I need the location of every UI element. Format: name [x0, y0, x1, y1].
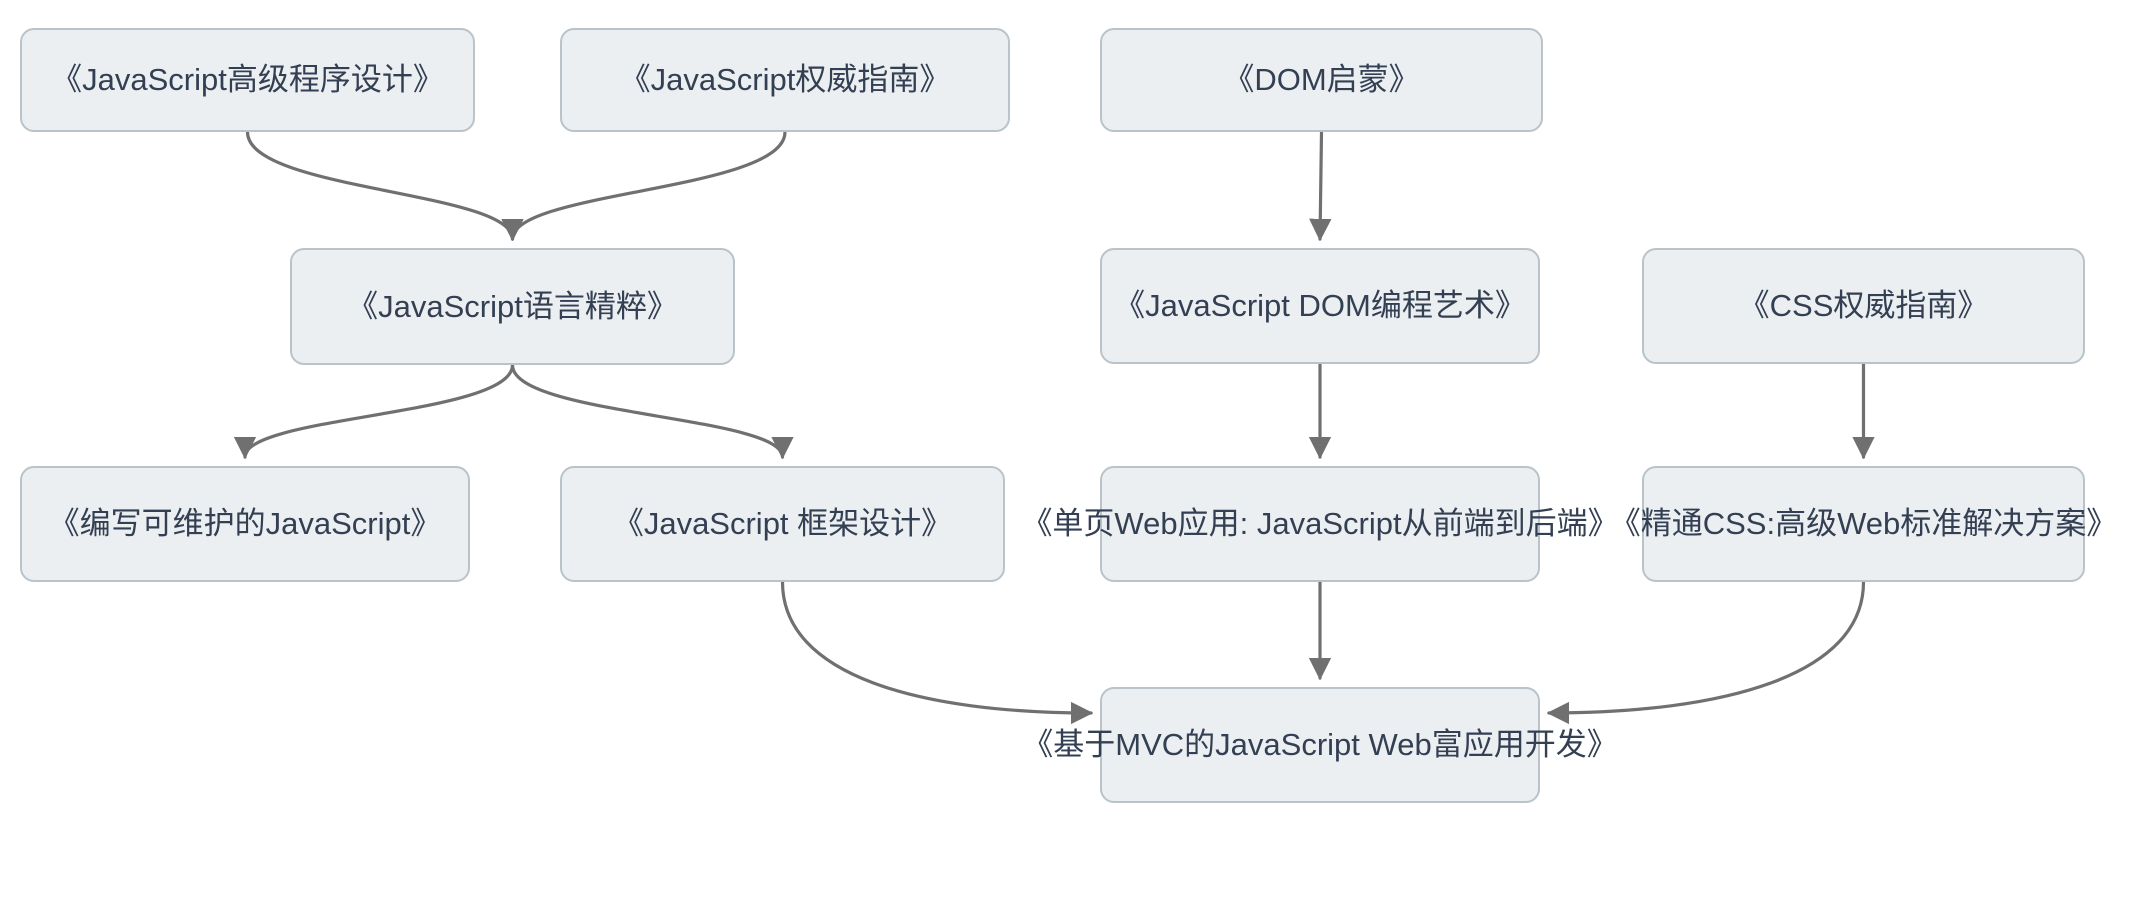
flowchart-node[interactable]: 《JavaScript 框架设计》: [560, 466, 1005, 582]
flowchart-node[interactable]: 《JavaScript DOM编程艺术》: [1100, 248, 1540, 364]
flowchart-node[interactable]: 《JavaScript高级程序设计》: [20, 28, 475, 132]
flowchart-node[interactable]: 《JavaScript权威指南》: [560, 28, 1010, 132]
flowchart-edge: [1309, 130, 1332, 242]
flowchart-node-label: 《编写可维护的JavaScript》: [48, 506, 442, 542]
flowchart-node-label: 《精通CSS:高级Web标准解决方案》: [1609, 506, 2118, 542]
flowchart-edge: [245, 130, 524, 242]
flowchart-node-label: 《JavaScript DOM编程艺术》: [1114, 288, 1526, 324]
flowchart-node[interactable]: 《精通CSS:高级Web标准解决方案》: [1610, 466, 2117, 582]
flowchart-edge: [233, 363, 515, 460]
flowchart-node[interactable]: 《DOM启蒙》: [1100, 28, 1543, 132]
flowchart-node[interactable]: 《编写可维护的JavaScript》: [20, 466, 470, 582]
flowchart-node-label: 《JavaScript高级程序设计》: [51, 62, 444, 98]
flowchart-edge: [1546, 580, 1866, 725]
flowchart-node[interactable]: 《单页Web应用: JavaScript从前端到后端》: [1021, 466, 1619, 582]
flowchart-node-label: 《JavaScript语言精粹》: [347, 288, 678, 324]
flowchart-node-label: 《基于MVC的JavaScript Web富应用开发》: [1022, 727, 1618, 763]
flowchart-node-label: 《单页Web应用: JavaScript从前端到后端》: [1021, 506, 1619, 542]
flowchart-node-label: 《JavaScript 框架设计》: [612, 506, 953, 542]
flowchart-node[interactable]: 《JavaScript语言精粹》: [290, 248, 735, 365]
flowchart-node[interactable]: 《CSS权威指南》: [1642, 248, 2085, 364]
flowchart-node-label: 《JavaScript权威指南》: [619, 62, 951, 98]
flowchart-node-label: 《DOM启蒙》: [1223, 62, 1420, 98]
flowchart-node-label: 《CSS权威指南》: [1738, 288, 1989, 324]
flowchart-edge: [501, 130, 787, 242]
flowchart-node[interactable]: 《基于MVC的JavaScript Web富应用开发》: [1022, 687, 1618, 803]
flowchart-edge: [780, 580, 1094, 725]
flowchart-edge: [510, 363, 794, 460]
